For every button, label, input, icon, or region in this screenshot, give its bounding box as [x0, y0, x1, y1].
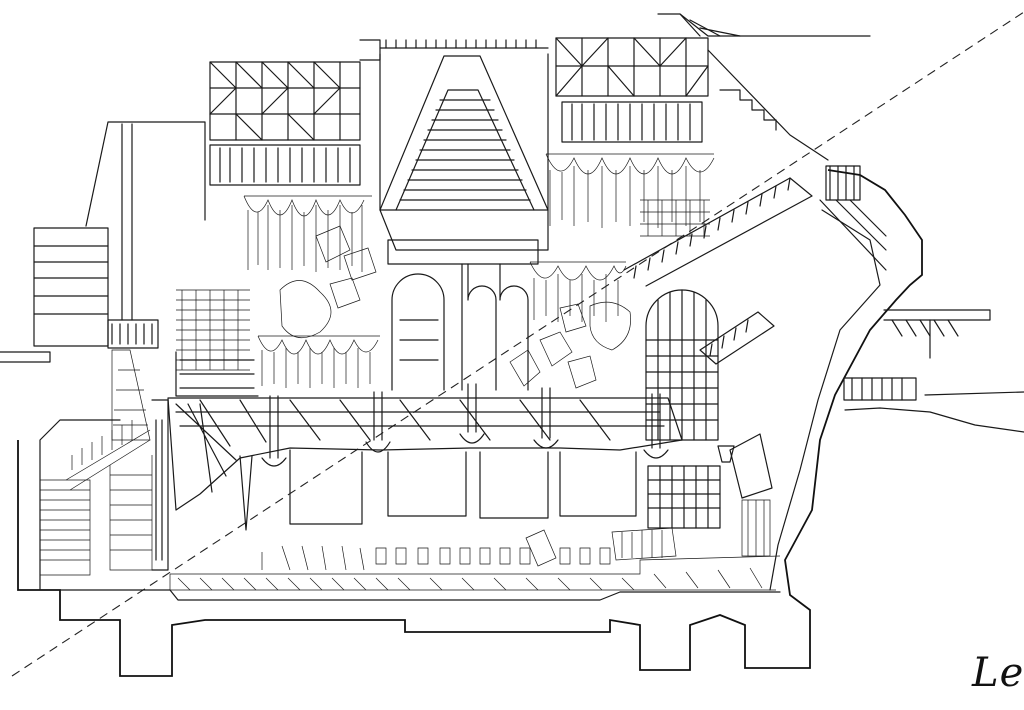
central-pyramid: [359, 39, 549, 251]
curtains-middle-right: [529, 261, 627, 322]
right-wall: [769, 209, 881, 591]
curtains-middle-left: [257, 335, 380, 388]
lower-shafts: [239, 449, 637, 531]
dashed-diagonal-line: [11, 11, 1024, 677]
right-ground-profile: [844, 407, 1024, 433]
columns: [261, 383, 735, 467]
terraced-floor: [167, 397, 683, 511]
top-right-scaffold: [555, 13, 871, 161]
artist-signature: Leo: [972, 650, 1024, 696]
right-lattice-window: [645, 289, 775, 529]
hanging-masks: [279, 225, 631, 389]
right-ground-line: [924, 391, 1024, 396]
curtains-upper-right: [545, 153, 715, 228]
foundation-inner: [39, 419, 781, 601]
bookshelves: [176, 199, 710, 371]
left-ground-line: [0, 351, 51, 363]
left-tower: [33, 121, 206, 349]
curtains-upper-left: [243, 195, 372, 272]
arched-colonnade: [387, 239, 539, 391]
left-stairs: [39, 349, 153, 576]
auditorium-seats: [169, 499, 781, 591]
foundation-outline: [17, 169, 923, 677]
right-bridge: [843, 309, 991, 401]
top-left-scaffold: [209, 61, 361, 186]
lower-left-balcony: [151, 351, 259, 571]
right-diagonal-stair: [623, 165, 887, 287]
